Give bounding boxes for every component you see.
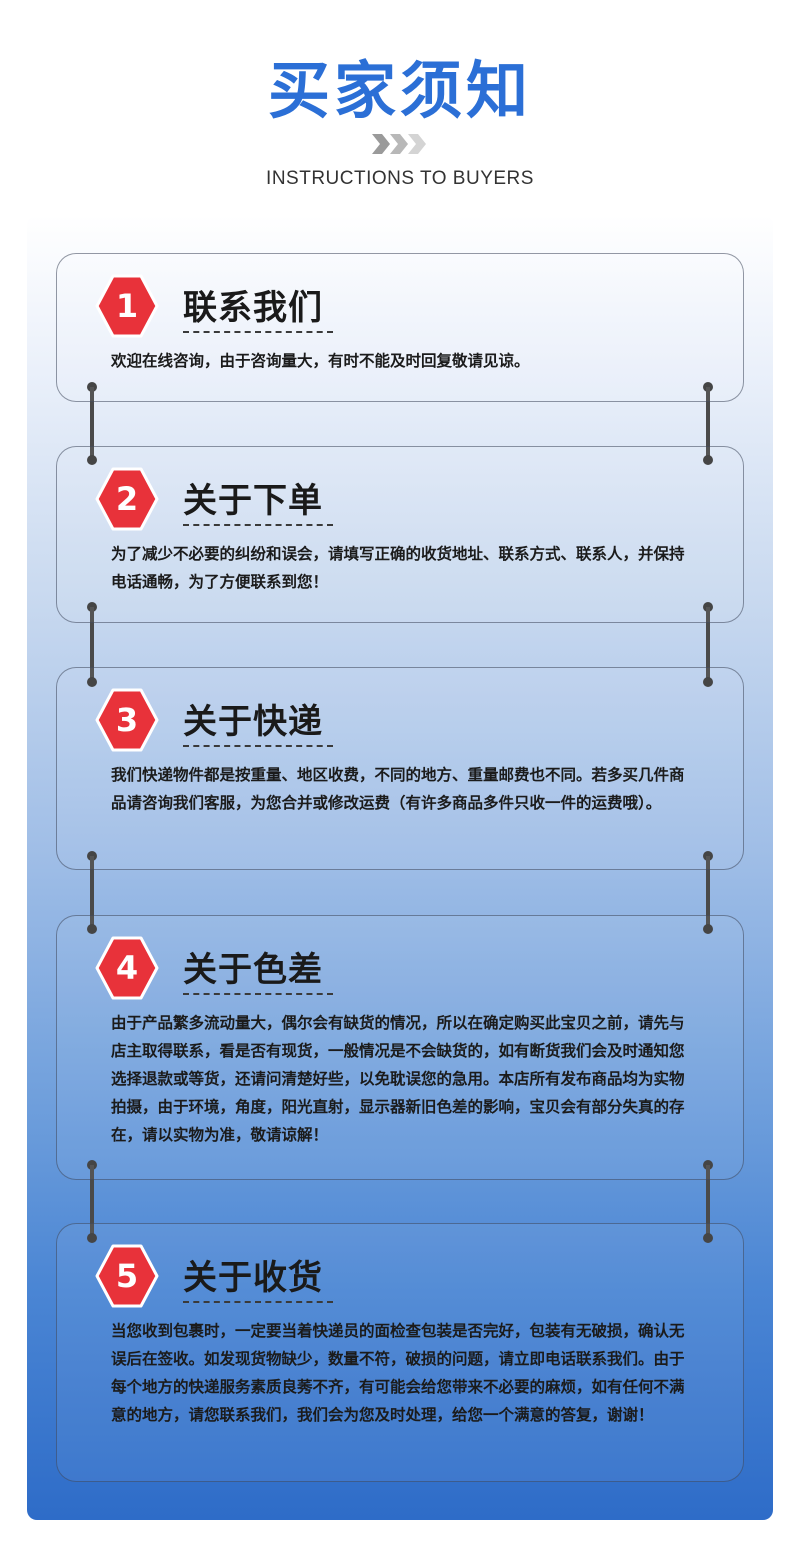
number-badge-icon: 4 — [95, 936, 159, 1000]
badge-number: 1 — [116, 287, 138, 325]
connector-line — [90, 856, 94, 929]
connector-dot — [703, 677, 713, 687]
section-card-receiving: 5 关于收货 当您收到包裹时，一定要当着快递员的面检查包装是否完好，包装有无破损… — [56, 1223, 744, 1482]
title-underline — [183, 993, 333, 995]
connector-line — [706, 607, 710, 682]
connector-line — [706, 856, 710, 929]
number-badge-icon: 1 — [95, 274, 159, 338]
badge-number: 5 — [116, 1257, 138, 1295]
connector-dot — [87, 1233, 97, 1243]
connector-line — [90, 387, 94, 460]
number-badge-icon: 2 — [95, 467, 159, 531]
section-text: 当您收到包裹时，一定要当着快递员的面检查包装是否完好，包装有无破损，确认无误后在… — [111, 1322, 685, 1424]
page-title: 买家须知 — [267, 54, 532, 127]
badge-number: 4 — [116, 949, 138, 987]
connector-line — [90, 1165, 94, 1238]
section-card-color-difference: 4 关于色差 由于产品繁多流动量大，偶尔会有缺货的情况，所以在确定购买此宝贝之前… — [56, 915, 744, 1180]
section-title: 关于色差 — [183, 950, 323, 990]
connector-dot — [703, 1233, 713, 1243]
badge-number: 3 — [116, 701, 138, 739]
connector-line — [706, 1165, 710, 1238]
badge-number: 2 — [116, 480, 138, 518]
connector-line — [90, 607, 94, 682]
connector-dot — [87, 455, 97, 465]
connector-dot — [87, 924, 97, 934]
section-text: 欢迎在线咨询，由于咨询量大，有时不能及时回复敬请见谅。 — [111, 352, 530, 370]
section-card-ordering: 2 关于下单 为了减少不必要的纠纷和误会，请填写正确的收货地址、联系方式、联系人… — [56, 446, 744, 623]
title-underline — [183, 745, 333, 747]
number-badge-icon: 3 — [95, 688, 159, 752]
section-card-shipping: 3 关于快递 我们快递物件都是按重量、地区收费，不同的地方、重量邮费也不同。若多… — [56, 667, 744, 870]
connector-dot — [703, 924, 713, 934]
section-card-contact: 1 联系我们 欢迎在线咨询，由于咨询量大，有时不能及时回复敬请见谅。 — [56, 253, 744, 402]
section-title: 关于收货 — [183, 1258, 323, 1298]
section-title: 关于下单 — [183, 481, 323, 521]
title-underline — [183, 1301, 333, 1303]
header: 买家须知 INSTRUCTIONS TO BUYERS — [0, 0, 800, 215]
page-subtitle: INSTRUCTIONS TO BUYERS — [266, 168, 534, 189]
section-title: 关于快递 — [183, 702, 323, 742]
section-text: 我们快递物件都是按重量、地区收费，不同的地方、重量邮费也不同。若多买几件商品请咨… — [111, 766, 685, 812]
connector-line — [706, 387, 710, 460]
connector-dot — [703, 455, 713, 465]
section-title: 联系我们 — [183, 288, 323, 328]
section-text: 由于产品繁多流动量大，偶尔会有缺货的情况，所以在确定购买此宝贝之前，请先与店主取… — [111, 1014, 685, 1144]
connector-dot — [87, 677, 97, 687]
section-text: 为了减少不必要的纠纷和误会，请填写正确的收货地址、联系方式、联系人，并保持电话通… — [111, 545, 685, 591]
number-badge-icon: 5 — [95, 1244, 159, 1308]
content-panel — [27, 215, 773, 1520]
title-underline — [183, 524, 333, 526]
title-underline — [183, 331, 333, 333]
triple-chevron-icon — [372, 134, 426, 154]
